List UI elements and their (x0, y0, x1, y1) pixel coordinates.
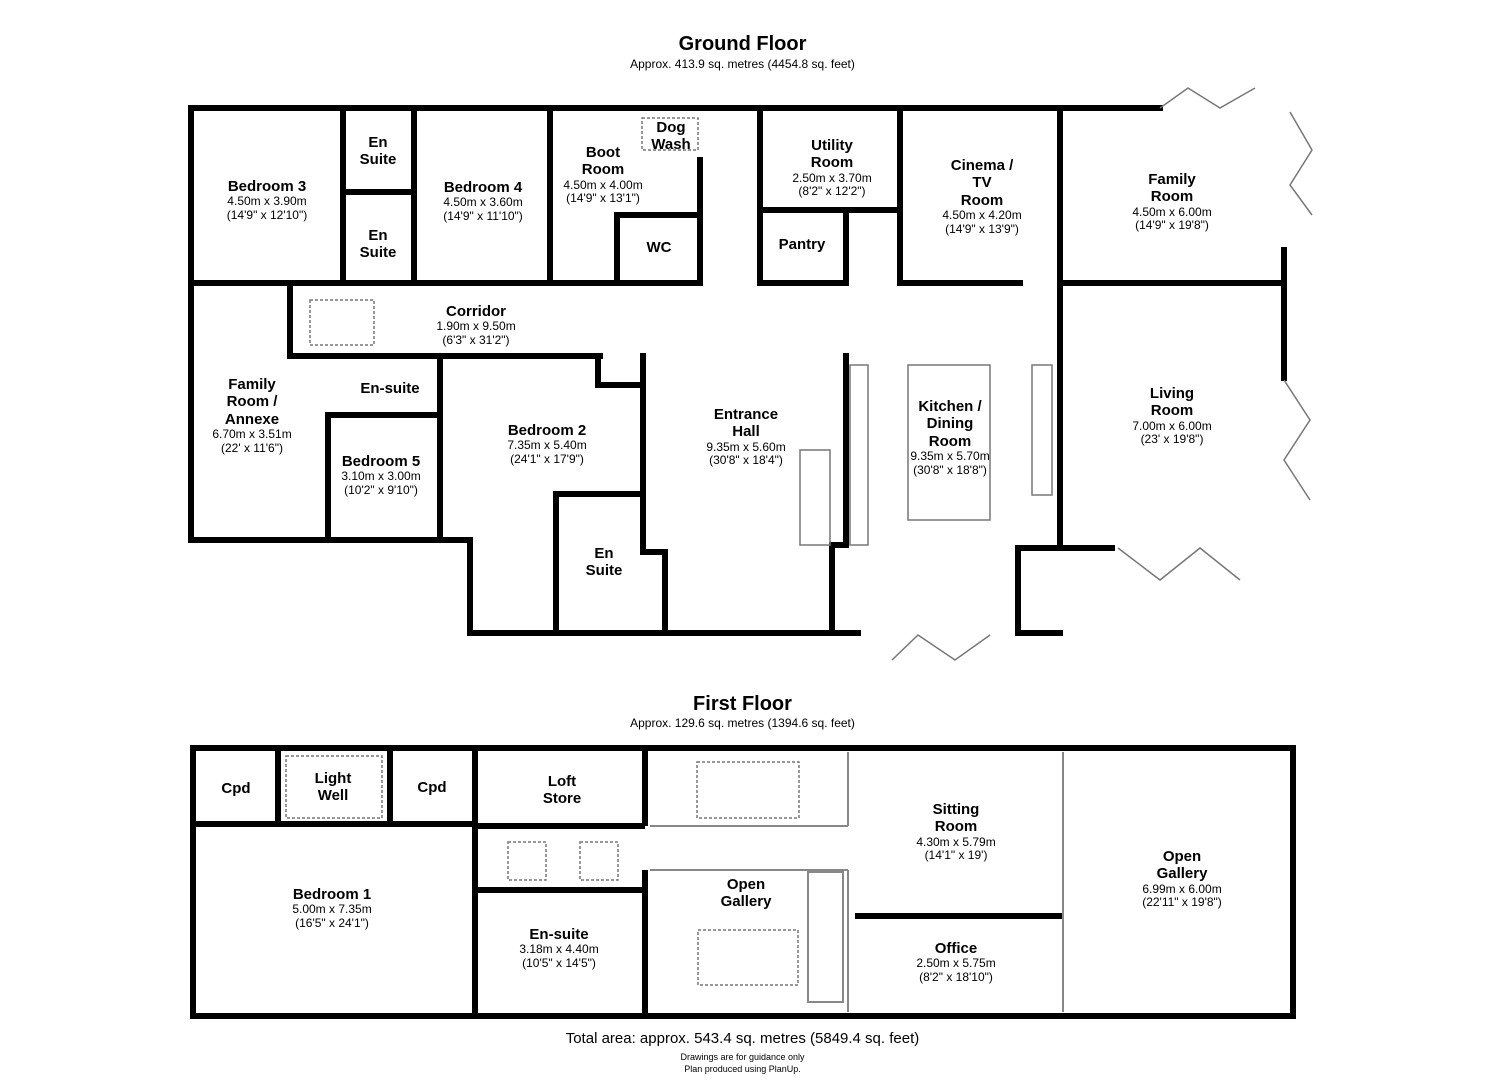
room-cpd-left: Cpd (221, 780, 251, 797)
room-wc: WC (646, 239, 672, 256)
first-floor-title: First Floor (693, 693, 792, 715)
room-en-suite-c: En-suite (360, 380, 420, 397)
first-floor-area: Approx. 129.6 sq. metres (1394.6 sq. fee… (630, 716, 855, 730)
total-area: Total area: approx. 543.4 sq. metres (58… (565, 1030, 920, 1047)
ground-floor-area: Approx. 413.9 sq. metres (4454.8 sq. fee… (630, 57, 855, 71)
room-cpd-right: Cpd (417, 779, 447, 796)
room-light-well: Light Well (314, 770, 352, 805)
room-en-suite-a: En Suite (359, 134, 397, 169)
room-open-gallery-a: Open Gallery (720, 876, 772, 911)
guidance-note: Drawings are for guidance only (680, 1052, 805, 1062)
room-en-suite-d: En Suite (585, 545, 623, 580)
room-en-suite-b: En Suite (359, 227, 397, 262)
planup-note: Plan produced using PlanUp. (684, 1064, 801, 1074)
room-pantry: Pantry (778, 236, 826, 253)
room-loft-store: Loft Store (542, 773, 582, 808)
room-dog-wash: Dog Wash (651, 119, 691, 154)
ground-floor-title: Ground Floor (678, 33, 807, 55)
